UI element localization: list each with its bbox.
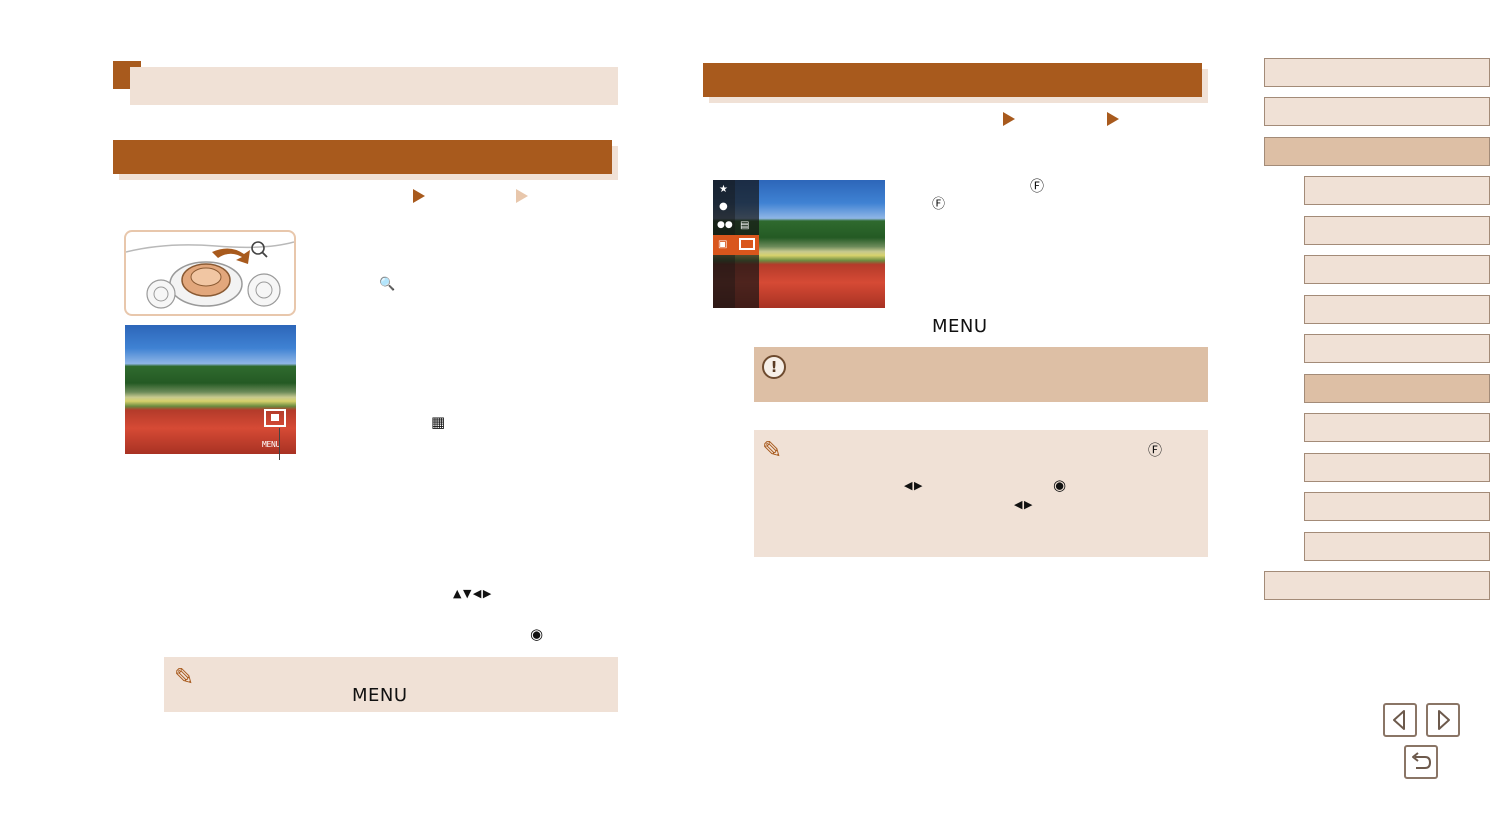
menu-button-label-2: MENU (932, 316, 988, 337)
grid-icon: ▦ (431, 413, 446, 431)
menu-highlight-row (713, 235, 759, 255)
selected-effect-icon (739, 238, 755, 250)
control-dial-icon-2: ◉ (1053, 476, 1067, 494)
nav-sub-5[interactable] (1304, 334, 1490, 363)
section-title-bar (130, 67, 618, 105)
zoom-lever-drawing (126, 241, 294, 309)
nav-sub-4[interactable] (1304, 295, 1490, 324)
func-set-icon-2: Ⓕ (1148, 443, 1162, 459)
nav-tab-2[interactable] (1264, 97, 1490, 126)
previous-page-button[interactable] (1383, 703, 1417, 737)
zoom-lever-illustration (124, 230, 296, 316)
nav-sub-3[interactable] (1304, 255, 1490, 284)
binoculars-icon: ●● (717, 220, 733, 230)
caution-box: ! (754, 347, 1208, 402)
func-set-icon: Ⓕ (1030, 179, 1044, 195)
pencil-icon-2: ✎ (762, 436, 783, 464)
chevron-left-icon (1393, 710, 1405, 730)
nav-sub-6-active[interactable] (1304, 374, 1490, 403)
transition-icon: ▣ (718, 239, 728, 250)
caution-mark: ! (770, 358, 778, 376)
heading-bar-left (113, 140, 612, 174)
menu-button-label: MENU (352, 685, 408, 706)
heading-bar-right (703, 63, 1202, 97)
nav-sub-8[interactable] (1304, 453, 1490, 482)
comment-icon: ● (719, 201, 728, 212)
return-icon (1412, 752, 1432, 769)
breadcrumb-arrow-1 (413, 189, 425, 203)
magnify-icon: 🔍 (379, 277, 396, 292)
nav-sub-1[interactable] (1304, 176, 1490, 205)
callout-line (279, 428, 280, 460)
nav-sub-10[interactable] (1304, 532, 1490, 561)
caution-icon: ! (762, 355, 786, 379)
note-box-left: ✎ MENU (164, 657, 618, 712)
four-way-arrows-icon: ▲ ▼ ◀ ▶ (453, 587, 491, 600)
nav-sub-7[interactable] (1304, 413, 1490, 442)
control-dial-icon: ◉ (530, 625, 544, 643)
left-right-arrows-icon: ◀ ▶ (904, 479, 922, 492)
nav-tab-3-active[interactable] (1264, 137, 1490, 166)
breadcrumb-arrow-3 (1003, 112, 1015, 126)
zoom-position-frame (264, 409, 286, 427)
breadcrumb-arrow-2 (516, 189, 528, 203)
nav-sub-9[interactable] (1304, 492, 1490, 521)
chevron-right-icon (1438, 710, 1450, 730)
magnified-photo (125, 325, 296, 454)
nav-tab-4[interactable] (1264, 571, 1490, 600)
transition-effect-icon: Ⓕ (932, 197, 946, 212)
pencil-icon: ✎ (174, 663, 195, 691)
nav-sub-2[interactable] (1304, 216, 1490, 245)
breadcrumb-arrow-4 (1107, 112, 1119, 126)
return-button[interactable] (1404, 745, 1438, 779)
nav-tab-1[interactable] (1264, 58, 1490, 87)
next-page-button[interactable] (1426, 703, 1460, 737)
menu-return-label: MENU (262, 440, 281, 449)
zoom-position-marker (271, 414, 279, 421)
effect-icon: ▤ (740, 220, 750, 231)
favorite-icon: ★ (719, 184, 728, 195)
left-right-arrows-icon-2: ◀ ▶ (1014, 498, 1032, 511)
note-box-right: ✎ Ⓕ ◀ ▶ ◉ ◀ ▶ (754, 430, 1208, 557)
